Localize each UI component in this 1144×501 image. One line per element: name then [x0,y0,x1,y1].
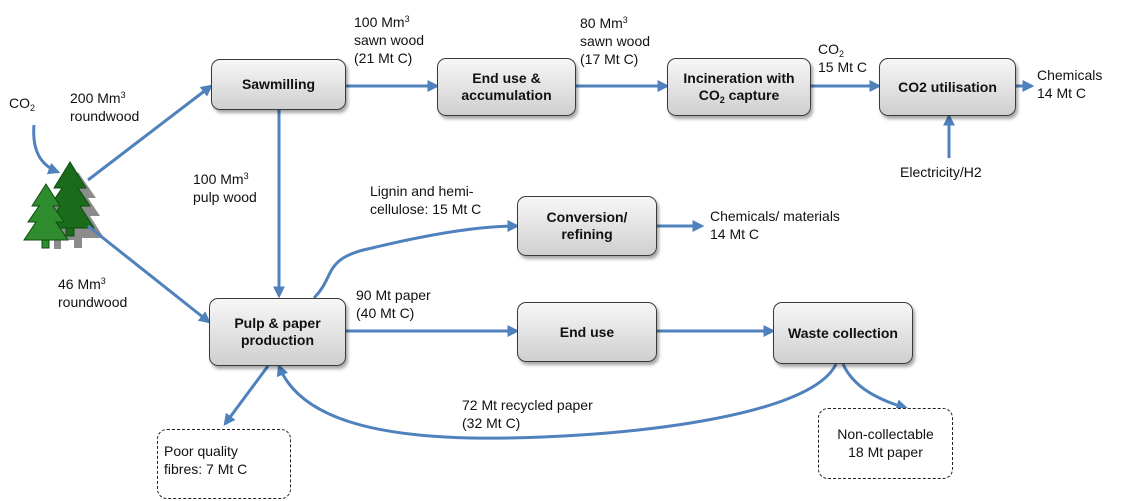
label-pulp-wood-sup: 3 [243,171,249,181]
node-incineration-line1: Incineration with [683,70,795,87]
label-sawn-wood-100: 100 Mm3 sawn wood (21 Mt C) [354,13,424,68]
node-enduse-accumulation-line1: End use & [472,70,541,87]
node-pulp-line1: Pulp & paper [234,315,321,332]
label-chemicals-14: Chemicals 14 Mt C [1037,66,1102,102]
pine-trees-icon [23,161,104,249]
node-end-use-label: End use [559,323,615,340]
node-poor-quality-line2: fibres: 7 Mt C [164,461,248,478]
label-paper-90-value: 90 Mt paper [356,287,431,303]
label-roundwood-200-sup: 3 [120,90,126,100]
label-roundwood-200-value: 200 Mm [70,90,121,106]
label-roundwood-200-unit: roundwood [70,108,140,125]
node-non-collectable: Non-collectable 18 Mt paper [818,408,953,479]
node-pulp-paper-production: Pulp & paper production [209,298,346,366]
node-sawmilling-label: Sawmilling [241,76,316,93]
label-chemicals-14-value: 14 Mt C [1037,85,1087,102]
label-co2-input: CO2 [9,94,36,113]
label-sawn-wood-100-unit: sawn wood [354,32,425,49]
label-chemicals-materials-name: Chemicals/ materials [710,208,840,224]
label-sawn-wood-80: 80 Mm3 sawn wood (17 Mt C) [580,14,650,69]
label-sawn-wood-100-sup: 3 [404,14,410,24]
node-enduse-accumulation-line2: accumulation [461,87,552,103]
label-sawn-wood-100-value: 100 Mm [354,14,405,30]
node-conversion-line2: refining [561,226,613,242]
label-co2-15-text: CO [818,41,839,57]
node-end-use: End use [517,302,657,362]
node-waste-collection: Waste collection [773,302,913,364]
label-lignin: Lignin and hemi- cellulose: 15 Mt C [370,182,481,218]
label-chemicals-materials: Chemicals/ materials 14 Mt C [710,207,840,243]
label-paper-90-carbon: (40 Mt C) [356,305,415,322]
node-non-collectable-line1: Non-collectable [837,426,934,442]
node-conversion-line1: Conversion/ [546,209,628,226]
node-poor-quality-fibres: Poor quality fibres: 7 Mt C [157,429,291,499]
label-paper-90: 90 Mt paper (40 Mt C) [356,286,431,322]
label-co2-15-sub: 2 [839,49,845,59]
label-sawn-wood-80-unit: sawn wood [580,33,651,50]
arrow-forest-to-pulp [87,224,211,324]
label-chemicals-14-name: Chemicals [1037,67,1103,83]
label-roundwood-200: 200 Mm3 roundwood [70,89,139,125]
label-recycled-paper-carbon: (32 Mt C) [462,415,521,432]
label-pulp-wood-unit: pulp wood [193,189,257,206]
arrow-pulp-to-poorquality [223,365,270,426]
label-sawn-wood-80-sup: 3 [622,15,628,25]
node-incineration: Incineration with CO2 capture [667,58,811,116]
node-co2-utilisation-label: CO2 utilisation [898,78,997,95]
arrow-co2-to-forest [32,124,61,175]
label-co2-15: CO2 15 Mt C [818,40,867,76]
node-poor-quality-line1: Poor quality [164,443,238,459]
label-co2-15-value: 15 Mt C [818,59,868,76]
node-pulp-line2: production [240,332,315,348]
label-co2-input-text: CO [9,95,30,111]
label-recycled-paper-value: 72 Mt recycled paper [462,397,593,413]
label-sawn-wood-80-value: 80 Mm [580,15,623,31]
label-roundwood-46-sup: 3 [100,276,106,286]
arrow-pulp-to-conversion [312,220,520,300]
node-sawmilling: Sawmilling [211,59,346,110]
node-conversion-refining: Conversion/ refining [517,196,657,256]
label-recycled-paper: 72 Mt recycled paper (32 Mt C) [462,396,593,432]
label-roundwood-46-unit: roundwood [58,294,128,311]
node-co2-utilisation: CO2 utilisation [879,58,1016,116]
label-pulp-wood-value: 100 Mm [193,171,244,187]
label-roundwood-46: 46 Mm3 roundwood [58,275,127,311]
node-incineration-co2: CO [698,87,720,103]
label-sawn-wood-80-carbon: (17 Mt C) [580,51,639,68]
label-electricity-h2: Electricity/H2 [900,163,982,181]
node-enduse-accumulation: End use & accumulation [437,58,576,116]
node-incineration-capture: capture [724,87,780,103]
label-co2-input-sub: 2 [30,103,36,113]
node-non-collectable-line2: 18 Mt paper [848,444,923,461]
label-lignin-line2: cellulose: 15 Mt C [370,201,482,218]
arrow-recycled-paper-loop [276,363,838,440]
label-electricity-h2-text: Electricity/H2 [900,164,982,180]
label-lignin-line1: Lignin and hemi- [370,183,474,199]
label-roundwood-46-value: 46 Mm [58,276,101,292]
node-incineration-line2: CO2 capture [683,87,794,105]
label-chemicals-materials-value: 14 Mt C [710,226,760,243]
arrow-waste-to-noncollectable [841,363,909,412]
node-incineration-co2-sub: 2 [719,95,725,105]
arrow-forest-to-sawmilling [87,84,213,182]
label-pulp-wood: 100 Mm3 pulp wood [193,170,257,206]
node-waste-collection-label: Waste collection [788,324,898,341]
label-sawn-wood-100-carbon: (21 Mt C) [354,50,413,67]
